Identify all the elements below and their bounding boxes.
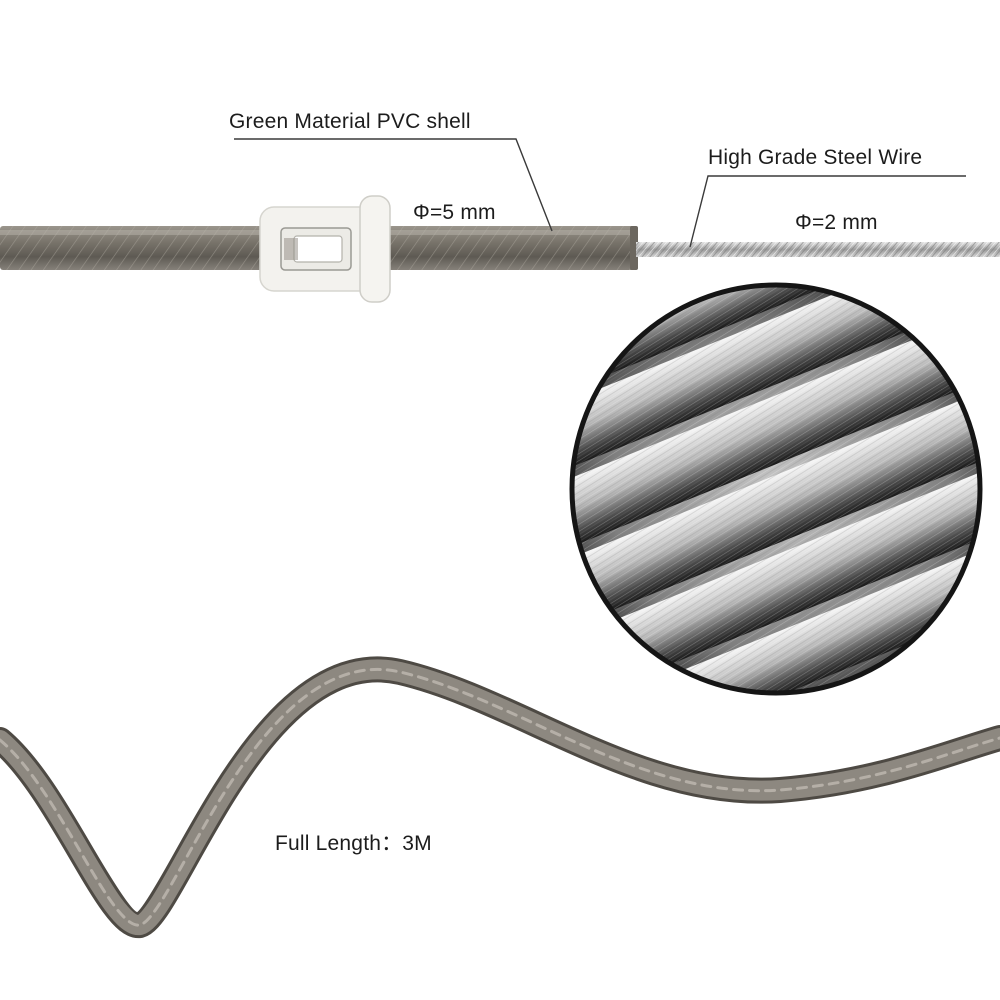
wire-diameter-label: Φ=2 mm — [795, 211, 878, 234]
steel-wire-label: High Grade Steel Wire — [708, 146, 923, 169]
pvc-shell-label: Green Material PVC shell — [229, 110, 471, 133]
leader-lines — [234, 138, 966, 248]
steel-wire — [636, 242, 1000, 257]
coiled-cable — [0, 656, 1000, 938]
full-length-label: Full Length：3M — [275, 832, 432, 855]
shell-diameter-label: Φ=5 mm — [413, 201, 496, 224]
ferrule-stopper — [259, 195, 391, 303]
pvc-leader-line — [234, 138, 553, 232]
steel-leader-line — [689, 175, 966, 248]
